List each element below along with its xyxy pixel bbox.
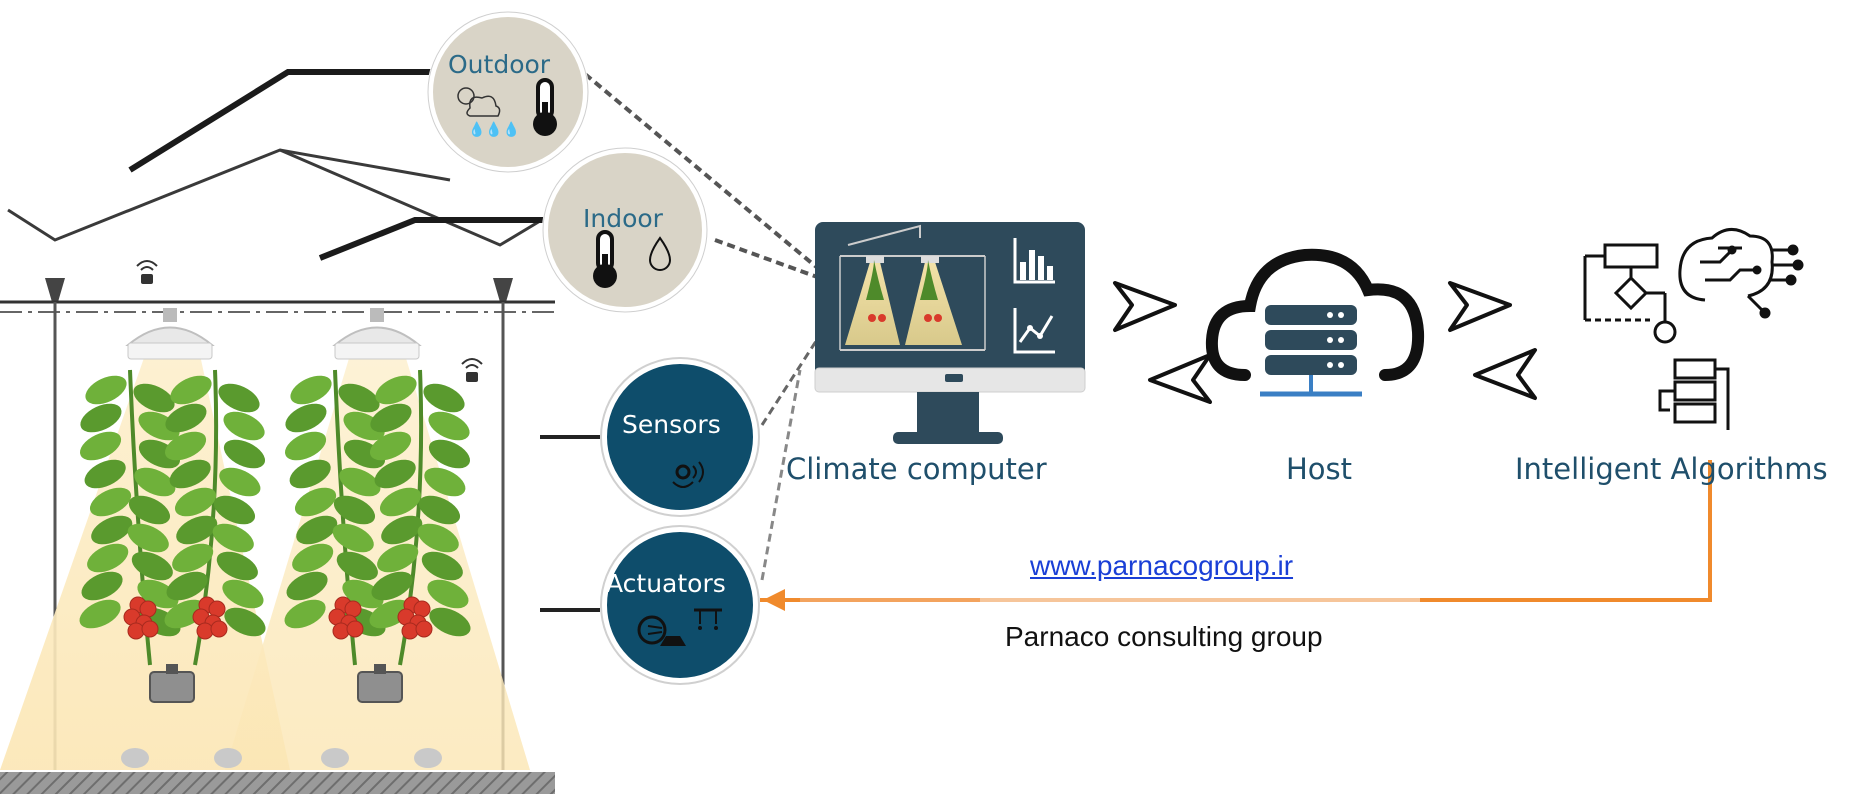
tomato-plant — [164, 369, 266, 666]
roof-line-upper — [128, 69, 440, 173]
plant-pot — [357, 664, 403, 703]
flowchart-icon — [1583, 243, 1730, 430]
tomato-plant — [79, 369, 181, 666]
indoor-label: Indoor — [583, 204, 663, 233]
wifi-icon — [136, 260, 158, 284]
actuators-node — [600, 525, 760, 685]
plant-pot — [149, 664, 195, 703]
exchange-arrows-1 — [1113, 281, 1212, 404]
tomato-plant — [369, 369, 471, 666]
tomato-plants — [79, 369, 471, 703]
greenhouse — [0, 69, 556, 794]
website-link[interactable]: www.parnacogroup.ir — [1030, 550, 1294, 581]
thermometer-icon — [533, 78, 557, 136]
roof-line-left — [7, 148, 451, 242]
sensors-label: Sensors — [622, 410, 721, 439]
company-caption: Parnaco consulting group — [1005, 621, 1323, 652]
droplet-icon — [648, 236, 672, 271]
sensor-icon — [672, 461, 704, 488]
cloud-server-icon — [1205, 248, 1425, 397]
wifi-icon — [461, 358, 483, 382]
tomato-plant — [284, 369, 386, 666]
lamp-icon — [125, 308, 215, 360]
intelligent-algorithms-label: Intelligent Algorithms — [1515, 452, 1828, 486]
host-label: Host — [1286, 452, 1353, 486]
feedback-arrow — [760, 460, 1712, 611]
gutter-right — [493, 278, 513, 302]
bar-chart-icon — [1013, 238, 1055, 284]
roof-line-mid — [318, 217, 555, 261]
outdoor-label: Outdoor — [448, 50, 551, 79]
fan-icon — [637, 615, 686, 646]
svg-text:💧💧💧: 💧💧💧 — [468, 121, 520, 138]
thermometer-icon — [593, 230, 617, 288]
connectors — [540, 72, 822, 612]
gutter-left — [45, 278, 65, 302]
indoor-node — [542, 147, 708, 313]
line-chart-icon — [1013, 308, 1055, 354]
actuators-label: Actuators — [606, 569, 726, 598]
sensors-node — [600, 357, 760, 517]
lamp-icon — [332, 308, 422, 360]
irrigation-icon — [694, 608, 722, 630]
brain-circuit-icon — [1678, 228, 1804, 319]
weather-icon: 💧💧💧 — [457, 87, 520, 138]
climate-computer-label: Climate computer — [786, 452, 1047, 486]
climate-computer-icon — [814, 222, 1086, 444]
ground — [0, 772, 555, 794]
outdoor-node: 💧💧💧 — [427, 11, 589, 173]
exchange-arrows-2 — [1448, 281, 1537, 400]
